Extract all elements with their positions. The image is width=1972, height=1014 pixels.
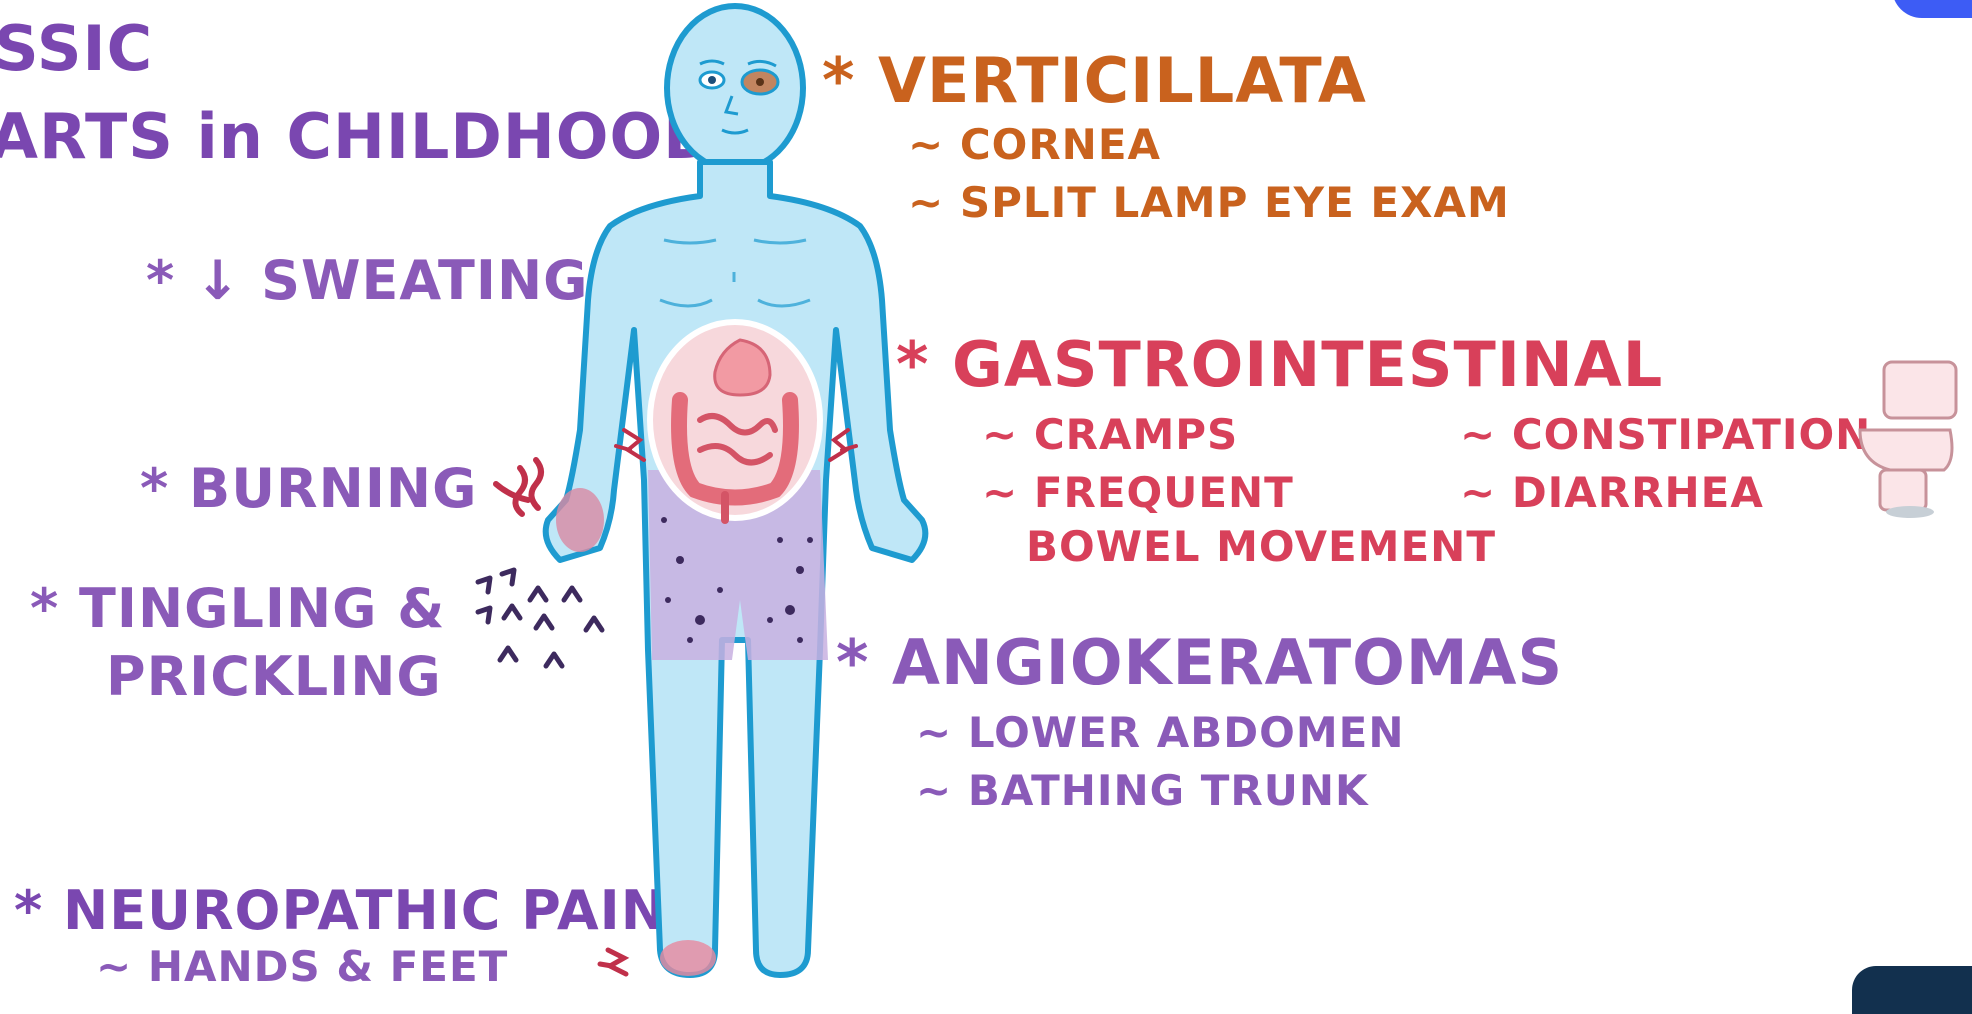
intestine-icon (650, 322, 820, 520)
burning-hand (556, 488, 604, 552)
corner-accent-bottom-right (1852, 966, 1972, 1014)
toilet-icon (1860, 362, 1956, 518)
pain-spark-icon (600, 950, 626, 974)
painful-foot (660, 940, 716, 976)
heat-wave-icon (496, 460, 541, 514)
tingling-marks-icon (478, 570, 602, 666)
